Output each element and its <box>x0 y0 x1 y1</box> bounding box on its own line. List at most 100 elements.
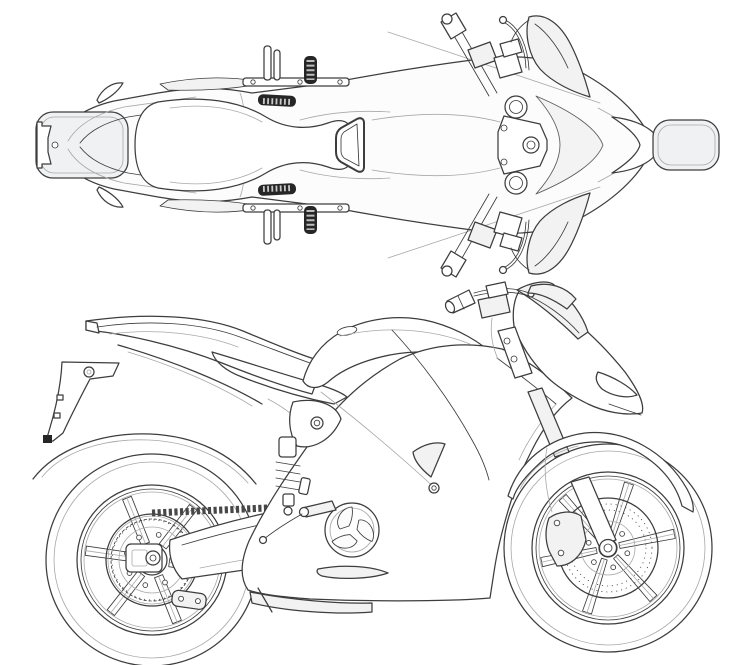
shock-clevis <box>282 493 295 507</box>
rim-bed <box>538 478 678 618</box>
front-tire <box>652 119 720 171</box>
steering-nut-center <box>526 140 536 150</box>
grip-strip-ribs <box>262 185 293 192</box>
peg-post <box>263 209 272 245</box>
linkage-bolt <box>283 506 293 516</box>
side-view <box>32 281 713 665</box>
mirror-right <box>526 15 591 98</box>
rear-axle-center <box>149 554 157 562</box>
side-intake <box>412 442 446 478</box>
shock-spring-coils <box>275 461 301 491</box>
fork-top <box>504 95 528 119</box>
fairing-crease <box>320 391 437 490</box>
tail-panel-line <box>79 146 193 184</box>
disc-bolt <box>136 534 142 541</box>
top-view <box>35 12 720 278</box>
disc-bolt <box>624 550 631 557</box>
disc-bolt <box>585 539 592 546</box>
spoke-rib <box>615 556 654 599</box>
disc-drill-holes <box>563 503 653 593</box>
spoke-rib <box>619 533 675 546</box>
fork-slider <box>570 476 617 547</box>
peg-post <box>273 49 281 81</box>
caliper-bolt <box>557 549 565 557</box>
footpeg-assembly-right <box>242 45 350 87</box>
footpeg-pivot <box>298 506 310 518</box>
front-fender-inner <box>519 445 579 490</box>
mirror-stem <box>510 247 530 271</box>
shift-rod <box>263 513 303 540</box>
hanger-tab <box>53 412 61 419</box>
rail-bolt <box>297 205 303 211</box>
lever-ball-end <box>498 15 508 25</box>
fork-top <box>504 171 528 195</box>
footpeg-assembly-left <box>242 203 350 245</box>
tail-light <box>51 141 59 149</box>
main-fairing <box>241 344 573 602</box>
brake-hose <box>490 317 499 360</box>
hanger-tab <box>56 394 64 401</box>
clamp-bolt <box>500 124 508 132</box>
brake-hose <box>544 447 553 513</box>
caliper-bolt <box>553 519 561 527</box>
license-plate-hanger <box>45 361 120 442</box>
heel-plate-bolt <box>310 416 324 430</box>
clamp-bolt <box>510 355 518 363</box>
master-cylinder <box>477 293 511 319</box>
front-axle-nut <box>598 538 618 558</box>
beak-lip <box>608 403 642 416</box>
headlight-slit <box>595 371 638 398</box>
rail-bolt <box>337 79 343 85</box>
brake-lever <box>502 19 530 71</box>
fairing-crease <box>518 403 557 461</box>
disc-bolt <box>162 579 168 586</box>
belly-vent <box>316 565 389 579</box>
passenger-winglet <box>96 186 124 208</box>
disc-drill-holes <box>569 509 647 587</box>
spoke-rib <box>126 497 146 544</box>
rear-shock-body <box>278 436 297 458</box>
fork-top-nut <box>509 176 523 190</box>
fluid-reservoir <box>499 38 523 58</box>
tail-tip <box>85 320 100 334</box>
mirror-blade <box>527 283 577 310</box>
fork-top-nut <box>509 100 523 114</box>
tail-edge <box>67 96 197 142</box>
rear-hugger-inner <box>41 439 249 484</box>
clutch-lever <box>502 219 530 271</box>
hanger-bolt-inner <box>86 369 92 375</box>
peg-post <box>273 209 281 241</box>
tail-edge <box>67 148 197 194</box>
rail-bolt <box>297 79 303 85</box>
filler-recess-inner <box>340 123 360 167</box>
bar-end-weight <box>444 300 456 314</box>
disc-bolt <box>610 564 617 571</box>
fluid-reservoir <box>499 232 523 252</box>
clutch-spoke-cutout <box>331 534 358 549</box>
tank-seam <box>339 329 471 345</box>
disc-bolt <box>155 532 162 538</box>
tail-panel-line <box>96 322 311 364</box>
rear-caliper <box>171 589 207 610</box>
heel-plate-bolt-center <box>313 419 321 427</box>
steering-nut <box>522 136 540 154</box>
rear-tire <box>35 111 129 179</box>
mirror-inner-line <box>534 23 569 69</box>
tail-panel-line <box>109 331 239 348</box>
mirror-left <box>526 192 591 275</box>
passenger-winglet <box>96 82 124 104</box>
front-fender <box>507 431 694 513</box>
tail-light-bracket <box>36 121 52 169</box>
grip-band <box>457 295 465 310</box>
clutch-spoke-cutout <box>337 506 353 530</box>
rear-axle-nut <box>145 550 161 566</box>
tire-sidewall <box>510 450 706 646</box>
rear-caliper-body <box>171 589 207 610</box>
brake-master-cylinder <box>298 477 311 496</box>
subframe-rail <box>242 77 350 87</box>
spoke <box>618 528 676 549</box>
tank-sweep-line <box>299 110 391 180</box>
seat <box>211 351 348 405</box>
